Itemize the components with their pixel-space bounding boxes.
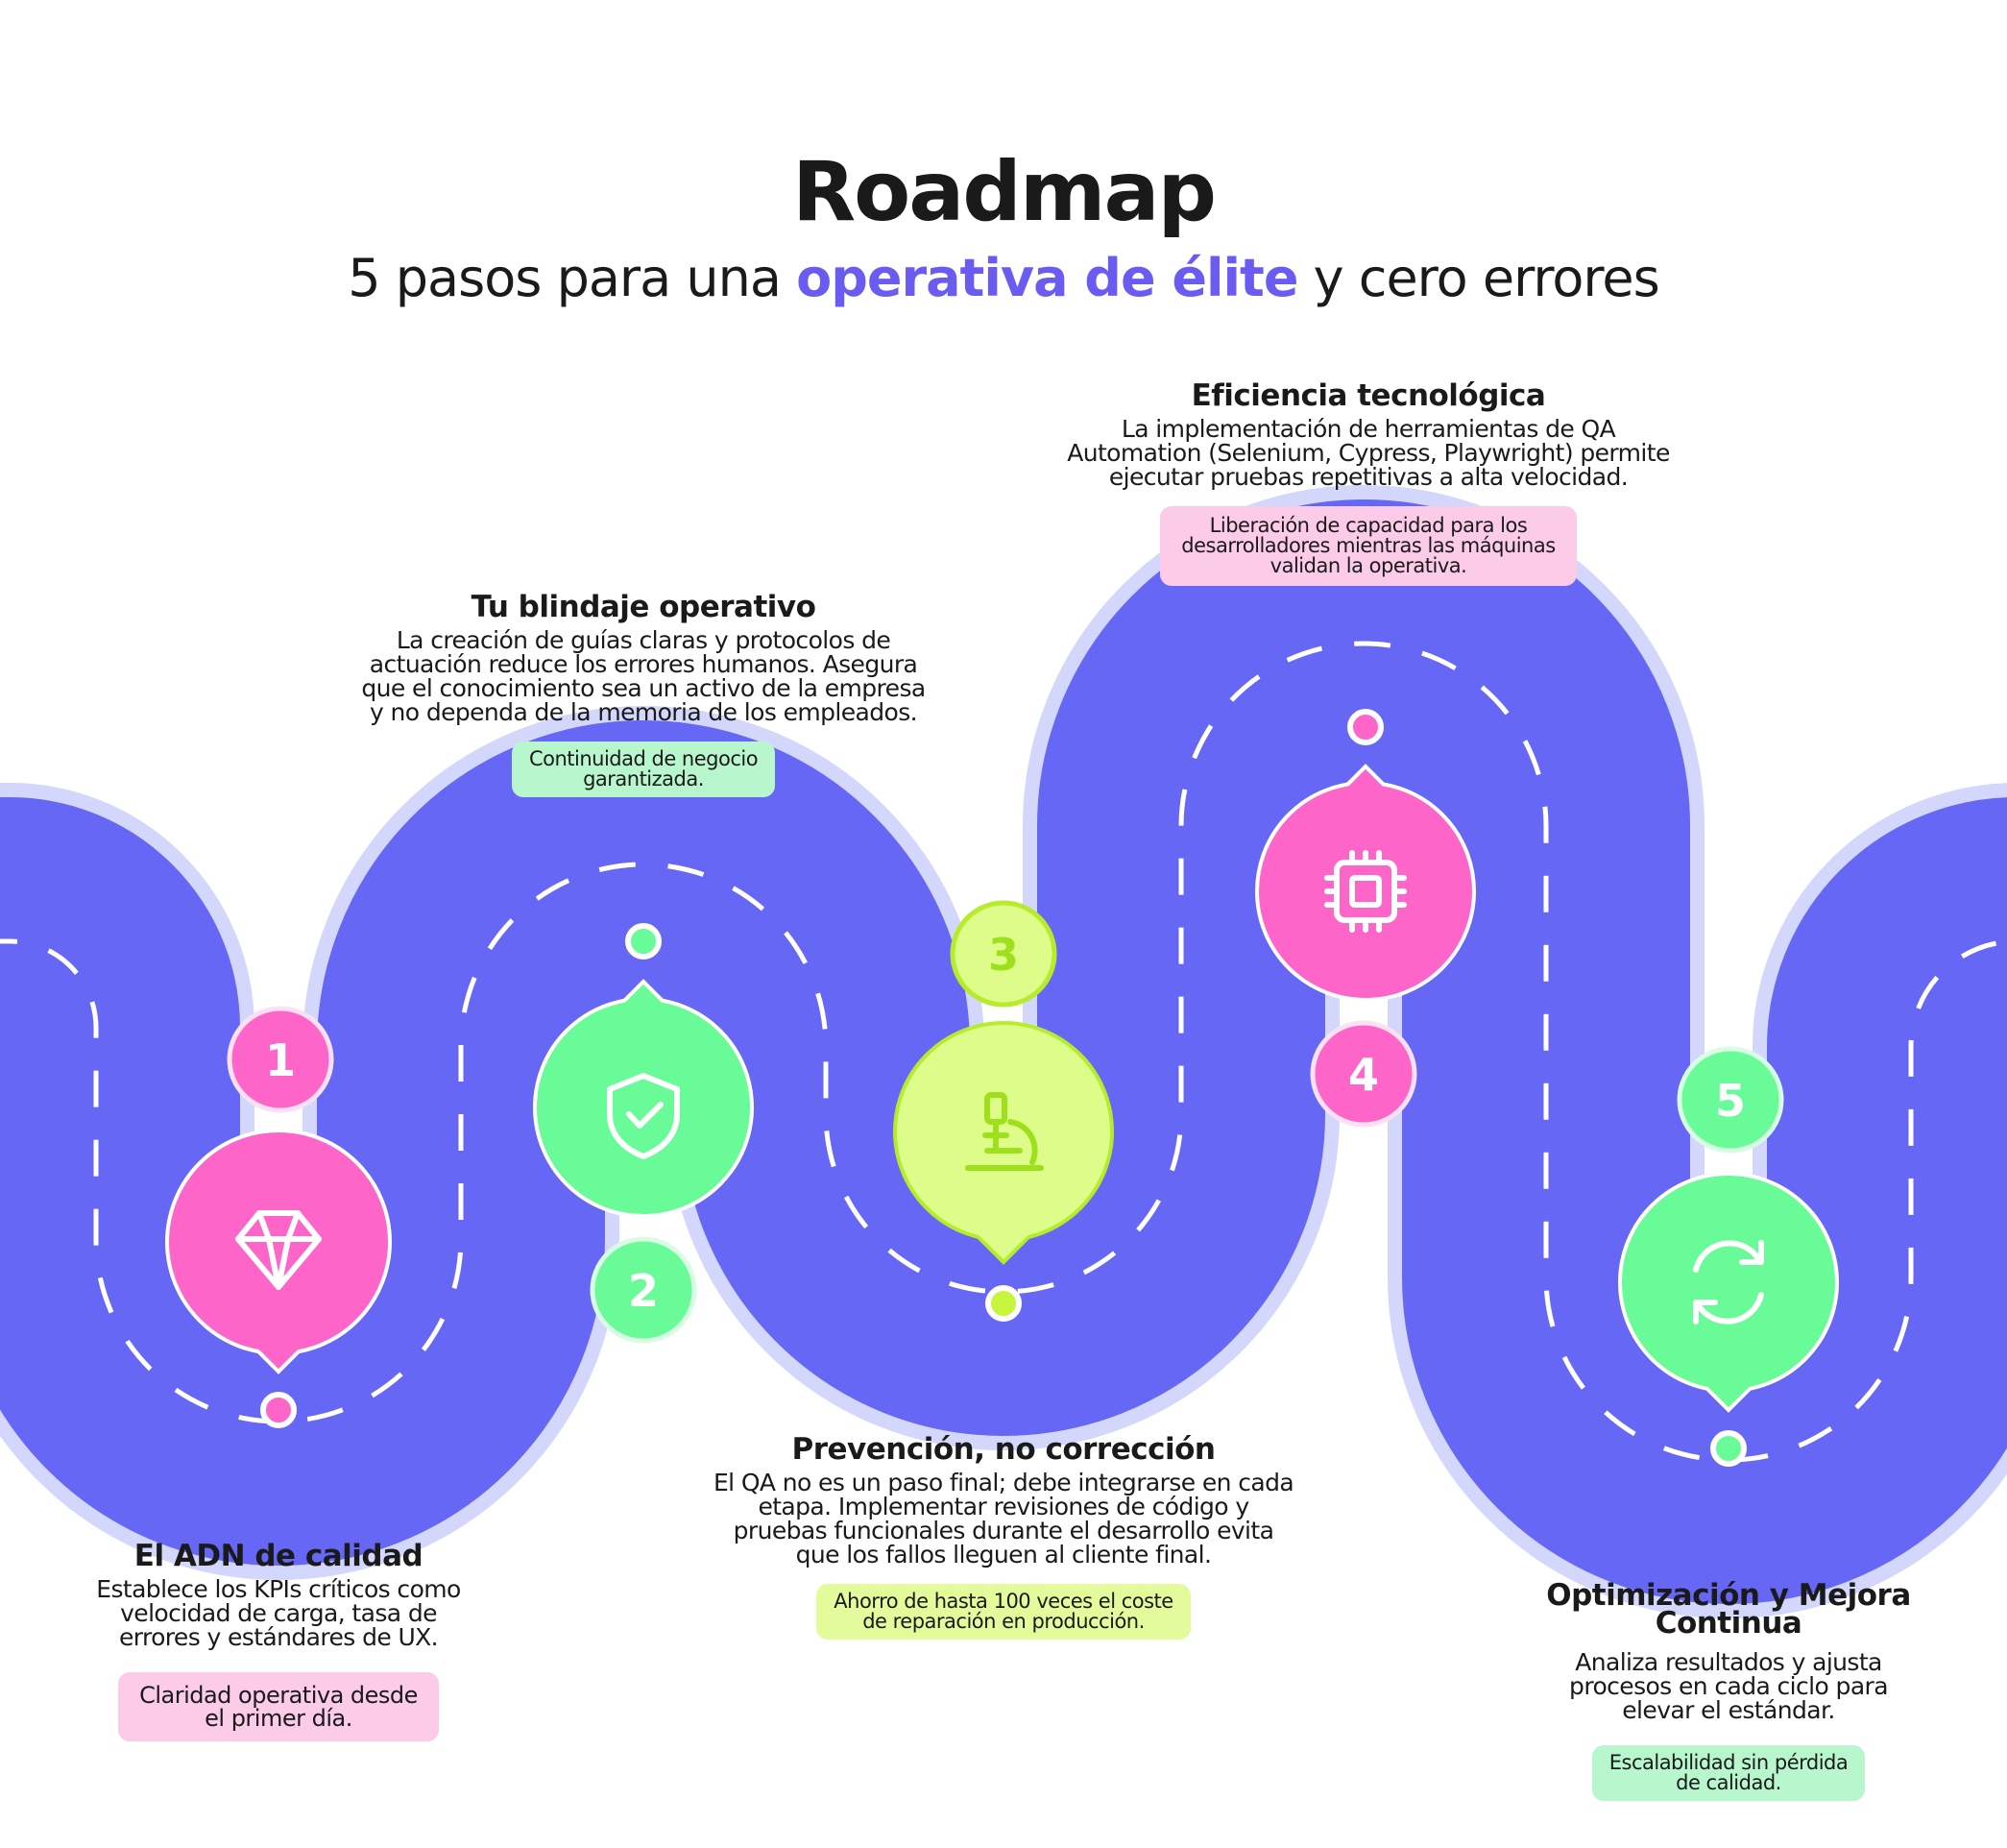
step-5-tag-line: Escalabilidad sin pérdida	[1608, 1750, 1849, 1774]
step-4-tag-line: validan la operativa.	[1269, 554, 1467, 577]
step-3-tag-line: de reparación en producción.	[862, 1610, 1145, 1633]
cpu-chip-icon	[1324, 850, 1407, 933]
step-3-title: Prevención, no corrección	[791, 1432, 1216, 1467]
step-2-line: La creación de guías claras y protocolos…	[396, 626, 891, 654]
step-3-marker: 3	[893, 900, 1114, 1322]
step-1-tag: Claridad operativa desde el primer día.	[118, 1672, 439, 1741]
road-dot-1	[260, 1392, 297, 1428]
step-1-number-badge: 1	[227, 1006, 334, 1113]
step-5-tag: Escalabilidad sin pérdida de calidad.	[1591, 1744, 1866, 1801]
step-5-title-line: Continua	[1655, 1606, 1802, 1641]
step-1-marker: 1	[165, 1006, 392, 1428]
step-1-line: errores y estándares de UX.	[118, 1623, 439, 1651]
step-4-line: Automation (Selenium, Cypress, Playwrigh…	[1067, 439, 1670, 467]
step-2-title: Tu blindaje operativo	[471, 590, 816, 624]
step-2-pin	[533, 979, 754, 1218]
step-3-line: pruebas funcionales durante el desarroll…	[733, 1517, 1274, 1544]
step-3-text-block: Prevención, no corrección El QA no es un…	[687, 1435, 1320, 1640]
step-5-pin	[1618, 1172, 1839, 1413]
step-1-text-block: El ADN de calidad Establece los KPIs crí…	[58, 1542, 499, 1741]
step-5-description: Analiza resultados y ajusta procesos en …	[1527, 1650, 1930, 1722]
step-4-pin	[1255, 764, 1476, 1002]
step-2-tag-line: garantizada.	[583, 767, 704, 790]
step-4-line: ejecutar pruebas repetitivas a alta velo…	[1108, 463, 1629, 491]
step-2-text-block: Tu blindaje operativo La creación de guí…	[336, 593, 951, 797]
step-4-tag-line: desarrolladores mientras las máquinas	[1181, 534, 1556, 557]
step-3-line: El QA no es un paso final; debe integrar…	[713, 1469, 1294, 1496]
step-3-number-badge: 3	[950, 900, 1057, 1008]
step-5-line: procesos en cada ciclo para	[1569, 1671, 1889, 1700]
step-1-title: El ADN de calidad	[133, 1539, 423, 1573]
step-1-line: velocidad de carga, tasa de	[120, 1599, 437, 1627]
step-1-line: Establece los KPIs críticos como	[96, 1575, 461, 1603]
step-3-tag-line: Ahorro de hasta 100 veces el coste	[834, 1590, 1173, 1613]
step-3-line: etapa. Implementar revisiones de código …	[758, 1493, 1249, 1520]
step-4-number: 4	[1348, 1049, 1379, 1101]
step-3-pin	[893, 1021, 1114, 1265]
step-4-line: La implementación de herramientas de QA	[1121, 415, 1616, 443]
step-2-tag: Continuidad de negocio garantizada.	[511, 742, 776, 797]
step-5-title-line: Optimización y Mejora	[1546, 1578, 1911, 1613]
step-3-line: que los fallos lleguen al cliente final.	[795, 1541, 1212, 1568]
step-2-tag-line: Continuidad de negocio	[528, 747, 759, 770]
diamond-icon	[235, 1210, 322, 1290]
step-4-tag-line: Liberación de capacidad para los	[1209, 514, 1528, 537]
road-dot-3	[985, 1285, 1022, 1322]
step-3-tag: Ahorro de hasta 100 veces el coste de re…	[816, 1584, 1191, 1640]
step-5-number: 5	[1715, 1075, 1746, 1127]
road-dot-4	[1347, 709, 1384, 745]
step-4-description: La implementación de herramientas de QA …	[1047, 417, 1690, 489]
step-4-tag: Liberación de capacidad para los desarro…	[1160, 506, 1577, 586]
subtitle-highlight: operativa de élite	[796, 248, 1298, 308]
step-1-tag-line: Claridad operativa desde	[139, 1682, 418, 1709]
step-2-line: y no dependa de la memoria de los emplea…	[370, 698, 918, 726]
page-subtitle: 5 pasos para una operativa de élite y ce…	[0, 248, 2007, 308]
step-3-number: 3	[988, 929, 1019, 981]
subtitle-start: 5 pasos para una	[348, 248, 797, 308]
step-4-marker: 4	[1255, 709, 1476, 1128]
step-2-description: La creación de guías claras y protocolos…	[336, 628, 951, 724]
step-5-line: Analiza resultados y ajusta	[1575, 1647, 1882, 1676]
page-title: Roadmap	[791, 144, 1217, 240]
road-dot-2	[625, 923, 662, 960]
step-2-number-badge: 2	[590, 1236, 697, 1344]
step-2-marker: 2	[533, 923, 754, 1344]
road-dot-5	[1710, 1430, 1747, 1467]
step-2-number: 2	[628, 1265, 659, 1317]
step-2-line: actuación reduce los errores humanos. As…	[369, 650, 918, 678]
road-center-line	[0, 641, 2007, 1463]
step-3-description: El QA no es un paso final; debe integrar…	[687, 1471, 1320, 1567]
refresh-icon	[1693, 1240, 1764, 1325]
step-5-text-block: Optimización y Mejora Continua Analiza r…	[1527, 1581, 1930, 1801]
shield-check-icon	[607, 1073, 680, 1159]
step-1-number: 1	[265, 1034, 296, 1086]
step-5-title: Optimización y Mejora Continua	[1527, 1581, 1930, 1641]
step-2-line: que el conocimiento sea un activo de la …	[361, 674, 926, 702]
step-5-line: elevar el estándar.	[1622, 1695, 1835, 1724]
step-5-marker: 5	[1618, 1046, 1839, 1467]
step-4-number-badge: 4	[1310, 1020, 1417, 1128]
step-4-text-block: Eficiencia tecnológica La implementación…	[1047, 381, 1690, 586]
step-1-description: Establece los KPIs críticos como velocid…	[58, 1577, 499, 1649]
step-1-tag-line: el primer día.	[205, 1705, 352, 1732]
subtitle-end: y cero errores	[1297, 248, 1660, 308]
step-5-number-badge: 5	[1677, 1046, 1784, 1154]
step-4-title: Eficiencia tecnológica	[1191, 378, 1546, 413]
microscope-icon	[965, 1092, 1044, 1171]
step-5-tag-line: de calidad.	[1676, 1770, 1781, 1794]
